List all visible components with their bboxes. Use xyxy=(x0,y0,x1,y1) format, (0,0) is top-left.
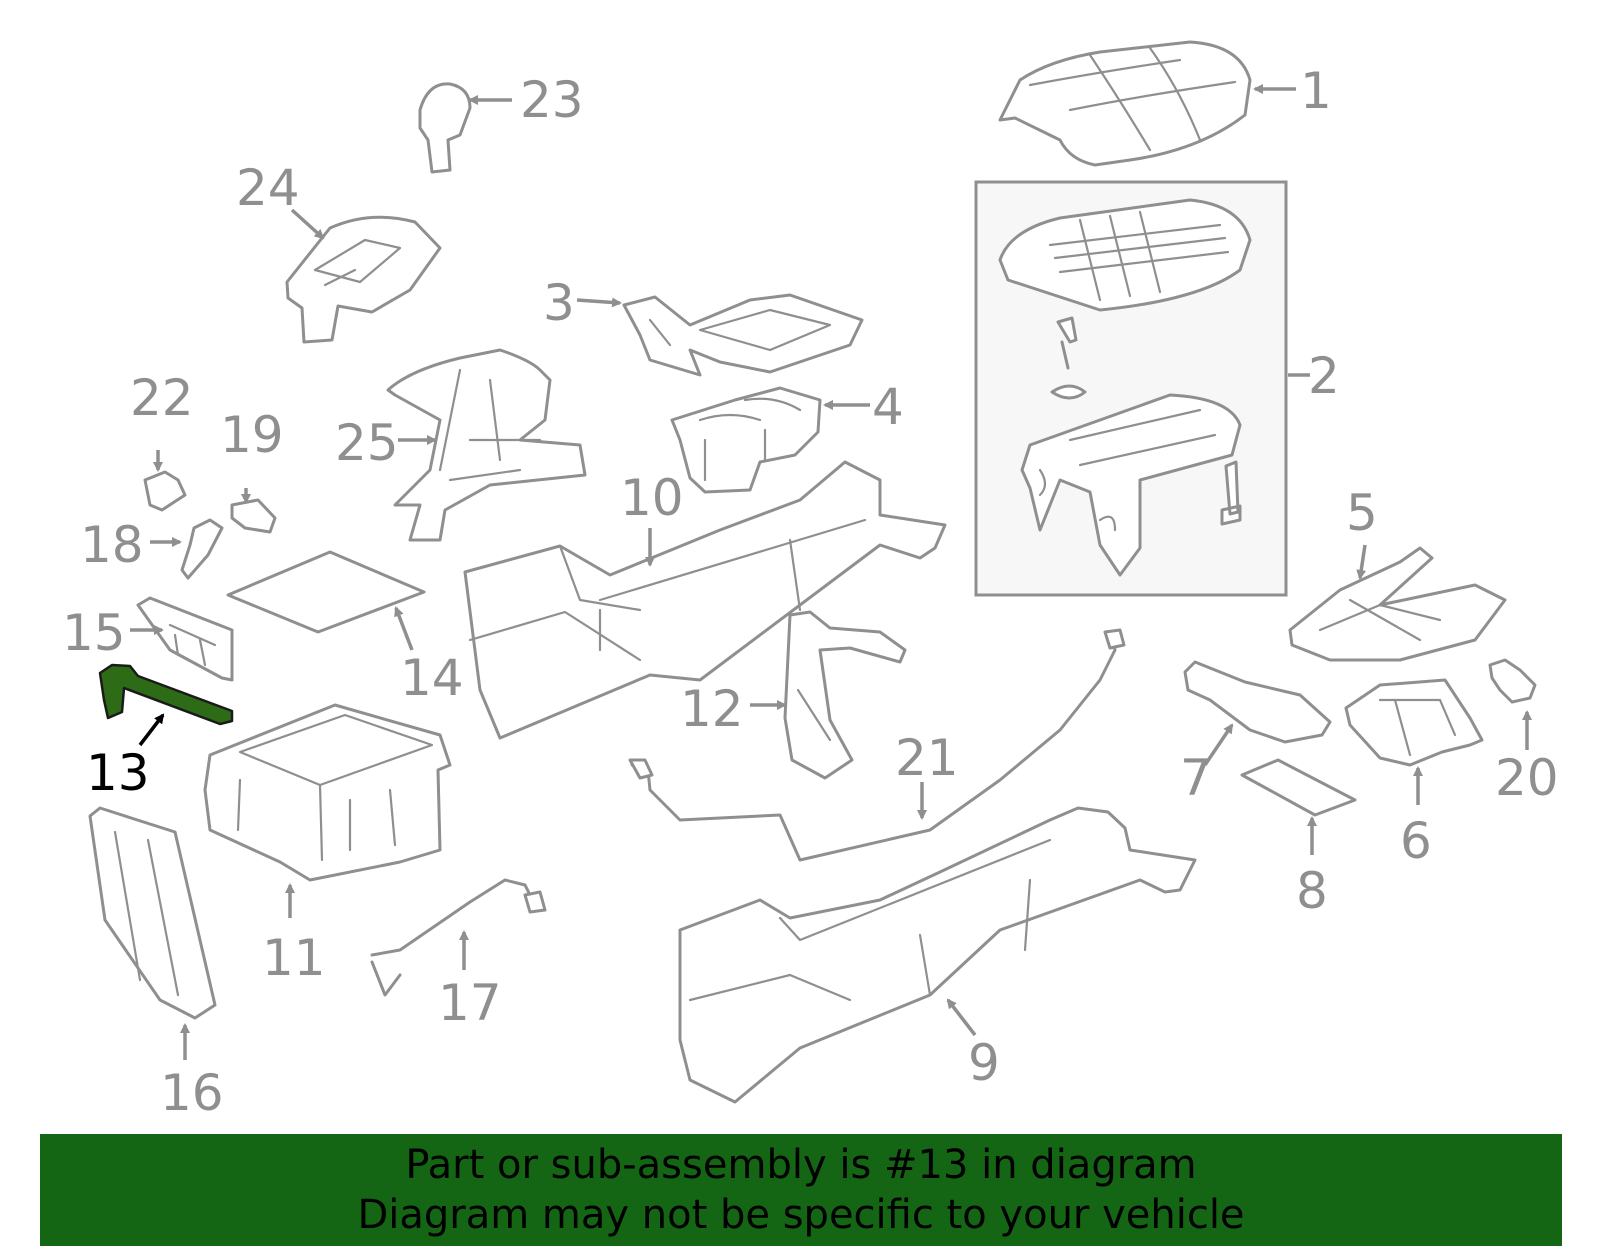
leader-lines xyxy=(130,84,1532,1060)
part-1-armrest-lid[interactable] xyxy=(998,40,1252,167)
callout-20: 20 xyxy=(1495,749,1559,807)
part-21-cable[interactable] xyxy=(628,628,1126,862)
part-16-side-trim[interactable] xyxy=(88,806,217,1020)
callout-22: 22 xyxy=(130,369,194,427)
part-23-shift-knob[interactable] xyxy=(418,82,472,174)
callout-2: 2 xyxy=(1308,347,1340,405)
callout-12: 12 xyxy=(680,680,744,738)
callout-13: 13 xyxy=(86,744,150,802)
callout-6: 6 xyxy=(1400,812,1432,870)
info-banner: Part or sub-assembly is #13 in diagram D… xyxy=(40,1134,1562,1246)
part-18-trim-piece[interactable] xyxy=(180,518,224,580)
part-25-shifter-base[interactable] xyxy=(386,348,587,542)
callout-15: 15 xyxy=(62,604,126,662)
part-5-trim-panel[interactable] xyxy=(1288,546,1507,662)
callout-1: 1 xyxy=(1300,62,1332,120)
part-8-mat[interactable] xyxy=(1240,758,1357,817)
part-6-pocket[interactable] xyxy=(1344,678,1484,767)
callout-25: 25 xyxy=(335,414,399,472)
callout-9: 9 xyxy=(968,1034,1000,1092)
part-9-lower-console[interactable] xyxy=(678,806,1197,1104)
callout-numbers: 1 2 3 4 5 6 7 8 9 10 11 12 13 14 15 16 1… xyxy=(62,62,1559,1122)
part-19-bracket[interactable] xyxy=(230,498,277,534)
part-4-cup-holder[interactable] xyxy=(670,386,822,494)
callout-24: 24 xyxy=(236,159,300,217)
part-24-shift-bezel[interactable] xyxy=(285,215,442,344)
callout-4: 4 xyxy=(872,378,904,436)
part-22-clip[interactable] xyxy=(143,470,187,512)
part-13-highlighted[interactable] xyxy=(98,663,234,726)
callout-19: 19 xyxy=(220,406,284,464)
banner-line-2: Diagram may not be specific to your vehi… xyxy=(357,1192,1245,1238)
callout-23: 23 xyxy=(520,71,584,129)
callout-10: 10 xyxy=(620,469,684,527)
banner-line-1: Part or sub-assembly is #13 in diagram xyxy=(405,1142,1197,1188)
part-7-bracket[interactable] xyxy=(1183,660,1332,744)
part-14-mat[interactable] xyxy=(226,550,426,634)
callout-16: 16 xyxy=(160,1064,224,1122)
callout-7: 7 xyxy=(1180,749,1212,807)
callout-11: 11 xyxy=(262,929,326,987)
part-3-console-tray[interactable] xyxy=(622,293,864,377)
callout-17: 17 xyxy=(438,974,502,1032)
part-17-harness[interactable] xyxy=(370,878,547,997)
callout-14: 14 xyxy=(400,649,464,707)
part-20-clip[interactable] xyxy=(1488,658,1537,704)
callout-8: 8 xyxy=(1296,862,1328,920)
part-10-console-housing[interactable] xyxy=(463,460,947,740)
part-15-panel[interactable] xyxy=(136,596,234,682)
part-12-bracket[interactable] xyxy=(783,610,907,780)
part-11-console-body[interactable] xyxy=(203,703,452,882)
callout-21: 21 xyxy=(895,729,959,787)
part-2-console-box-assembly[interactable] xyxy=(974,180,1288,597)
callout-3: 3 xyxy=(543,274,575,332)
callout-5: 5 xyxy=(1346,484,1378,542)
callout-18: 18 xyxy=(80,516,144,574)
